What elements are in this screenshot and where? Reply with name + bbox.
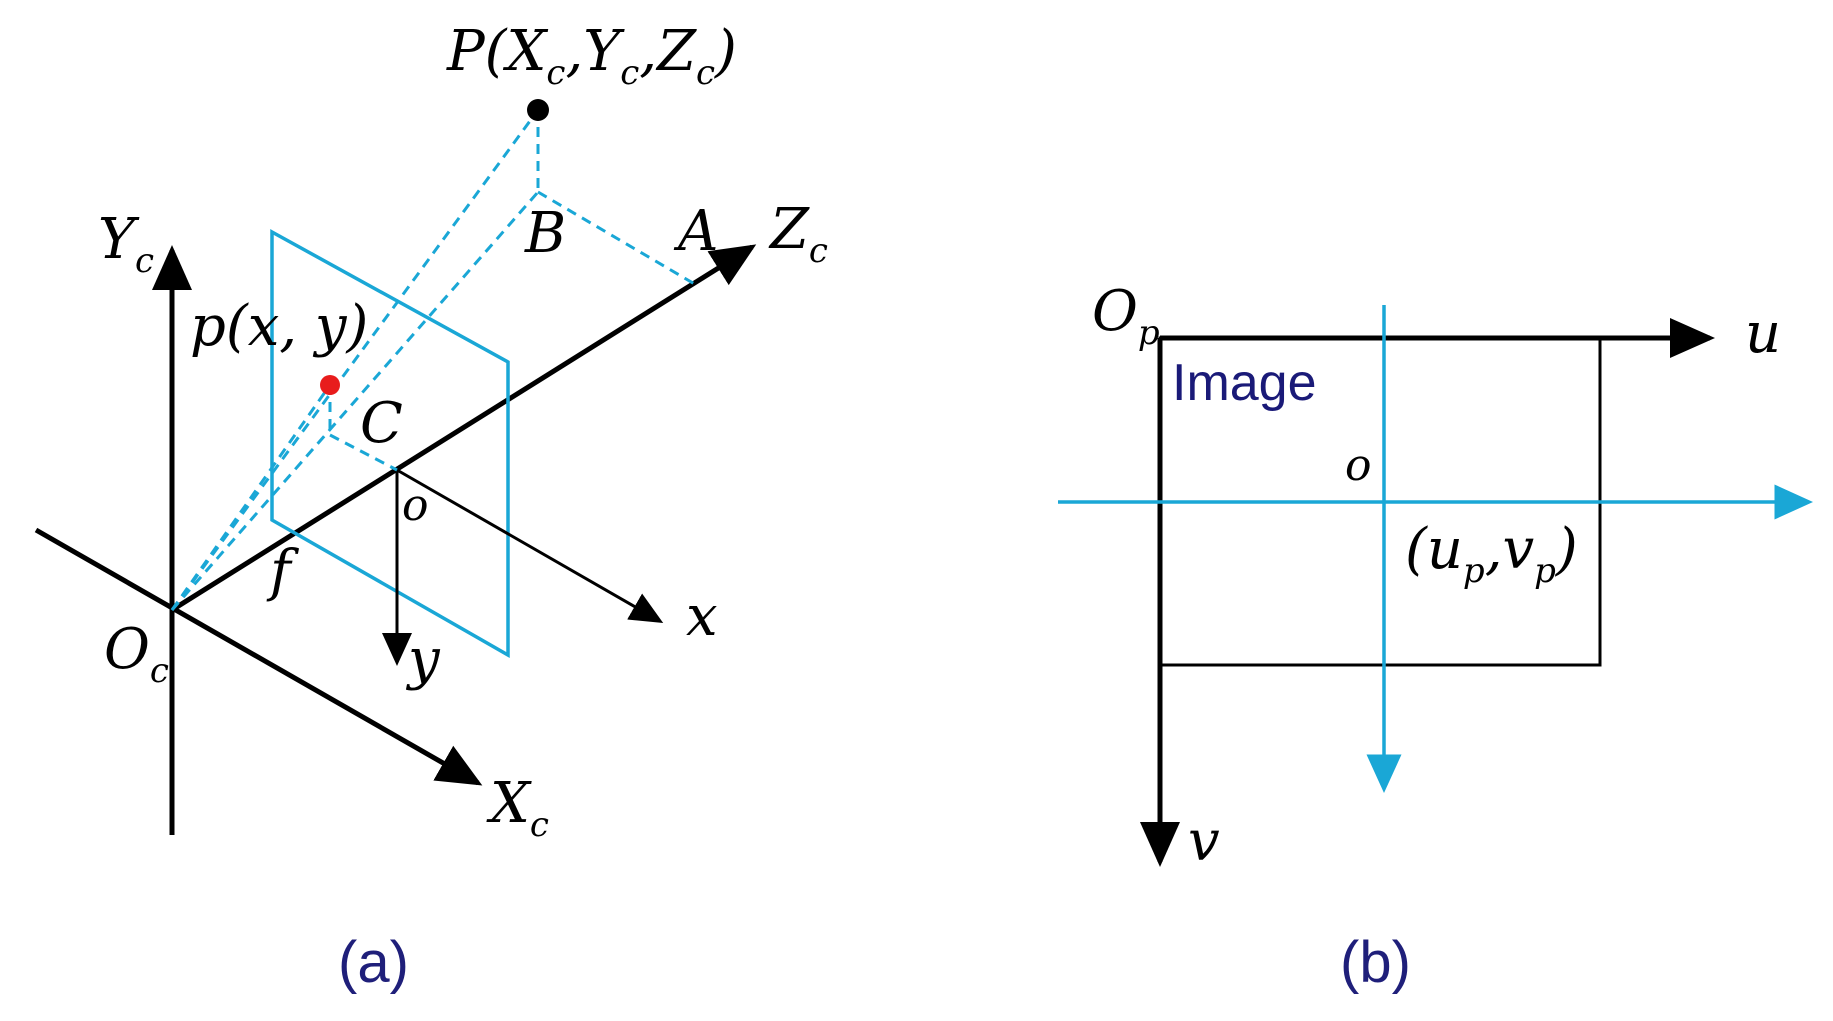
caption-a: (a): [338, 930, 409, 995]
caption-b: (b): [1340, 930, 1411, 995]
label-o-a: o: [402, 480, 429, 531]
label-o-b: o: [1345, 440, 1372, 491]
ray-oc-to-B: [170, 191, 540, 611]
label-Yc: Yc: [98, 207, 154, 281]
label-y: y: [405, 627, 441, 692]
xc-axis: [34, 527, 483, 786]
B-to-A: [537, 190, 699, 288]
label-A: A: [673, 199, 718, 264]
label-image: Image: [1172, 354, 1317, 412]
label-principal-point: (up,vp): [1405, 517, 1578, 591]
point-P-marker: [527, 99, 549, 121]
image-plane: [270, 229, 510, 659]
image-x-axis: [396, 468, 664, 623]
label-u: u: [1745, 301, 1781, 366]
panel-b: Op u v Image o (up,vp) (b): [1058, 279, 1813, 995]
label-C: C: [360, 391, 403, 456]
ray-oc-to-p: [170, 384, 332, 611]
label-B: B: [524, 201, 566, 266]
label-x: x: [686, 584, 718, 649]
point-p-marker: [320, 375, 340, 395]
label-f: f: [266, 539, 300, 604]
label-p-xy: p(x, y): [190, 294, 368, 359]
ray-oc-to-P: [170, 109, 540, 611]
label-v: v: [1188, 809, 1220, 874]
label-Oc: Oc: [104, 617, 169, 691]
zc-axis: [170, 244, 757, 613]
label-Xc: Xc: [486, 771, 549, 845]
C-to-o: [329, 433, 398, 472]
label-Op: Op: [1092, 279, 1160, 353]
label-Zc: Zc: [768, 197, 828, 271]
panel-a: P(Xc,Yc,Zc) B A Zc Yc p(x, y) C o f x y …: [34, 19, 828, 995]
label-P: P(Xc,Yc,Zc): [446, 19, 737, 93]
